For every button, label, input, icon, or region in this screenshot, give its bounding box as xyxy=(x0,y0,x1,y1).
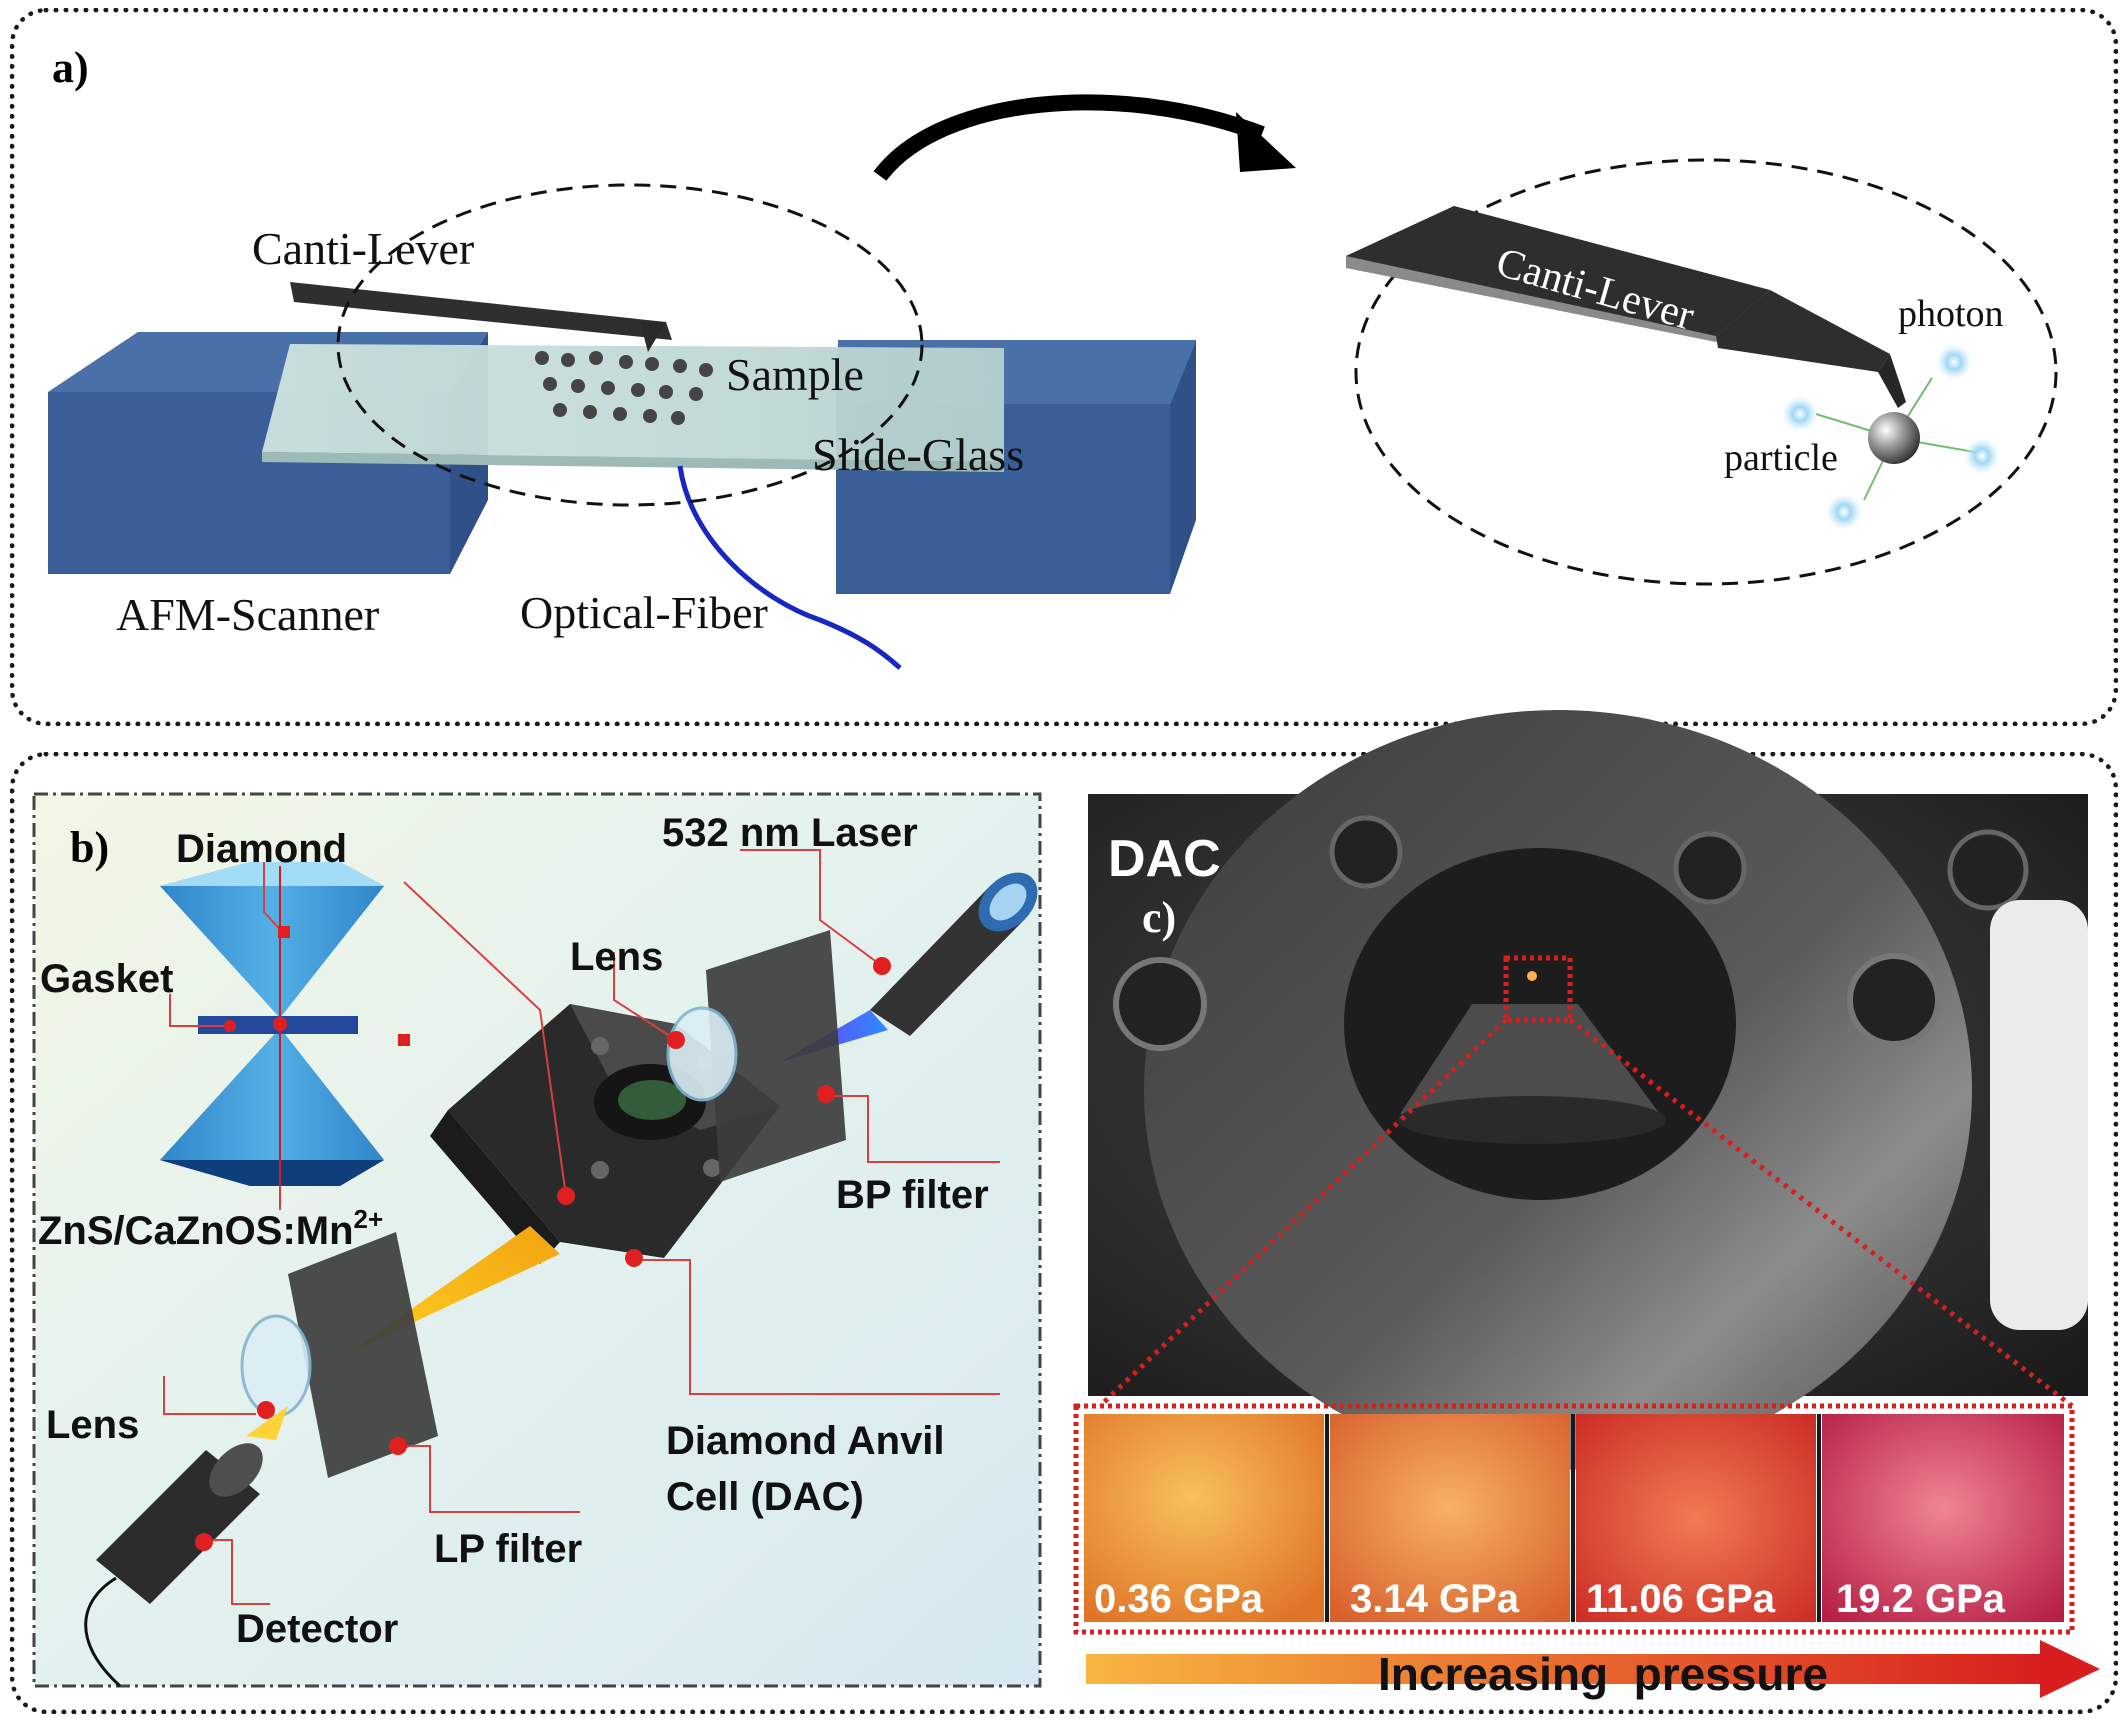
pressure-inset-3 xyxy=(1576,1414,1816,1622)
material-label: ZnS/CaZnOS:Mn2+ xyxy=(38,1204,383,1253)
sample-particles xyxy=(535,351,713,425)
panel-c-label: c) xyxy=(1142,893,1176,942)
photon-glow-4 xyxy=(1826,494,1862,530)
slide-glass-label: Slide-Glass xyxy=(812,429,1024,480)
detector-beam xyxy=(246,1406,288,1440)
photon-glow-2 xyxy=(1782,396,1818,432)
panel-a-frame xyxy=(10,8,2118,726)
inset-dividers xyxy=(1325,1414,1821,1622)
particle-label: particle xyxy=(1724,437,1838,479)
photon-label: photon xyxy=(1898,293,2004,335)
inset-label-2: 3.14 GPa xyxy=(1350,1577,1520,1621)
inset-strip-frame xyxy=(1073,1403,2075,1635)
inset-pressure-labels: 0.36 GPa 3.14 GPa 11.06 GPa 19.2 GPa xyxy=(1094,1577,2006,1621)
photon-glow-3 xyxy=(1964,438,2000,474)
panel-bc-frame xyxy=(10,752,2118,1714)
panel-b-label: b) xyxy=(70,823,109,872)
diamond-label: Diamond xyxy=(176,827,347,871)
inset-label-4: 19.2 GPa xyxy=(1836,1577,2006,1621)
inset-label-3: 11.06 GPa xyxy=(1586,1577,1776,1621)
dac-label-line2: Cell (DAC) xyxy=(666,1475,864,1519)
diamond-anvils xyxy=(160,862,384,1186)
detector-label: Detector xyxy=(236,1607,398,1651)
lp-filter-plate xyxy=(288,1232,438,1478)
cantilever xyxy=(290,282,672,352)
increasing-pressure-arrow xyxy=(1086,1640,2100,1698)
lp-filter-label: LP filter xyxy=(434,1527,582,1571)
lens-top xyxy=(666,1006,738,1102)
dac-label-line1: Diamond Anvil xyxy=(666,1419,945,1463)
magnification-ellipse xyxy=(336,183,924,507)
cantilever-label: Canti-Lever xyxy=(252,223,474,274)
dac-photo-cell xyxy=(1113,710,2088,1470)
material-superscript: 2+ xyxy=(354,1204,384,1234)
pressure-inset-4 xyxy=(1822,1414,2064,1622)
gasket-label: Gasket xyxy=(40,957,173,1001)
particle-sphere xyxy=(1868,412,1920,464)
pressure-insets xyxy=(1084,1414,2064,1622)
zoom-cantilever xyxy=(1346,206,1906,408)
inset-label-1: 0.36 GPa xyxy=(1094,1577,1264,1621)
optical-fiber xyxy=(677,465,902,670)
detector-module xyxy=(84,1443,263,1688)
lens-bottom xyxy=(240,1314,312,1418)
afm-scanner-label: AFM-Scanner xyxy=(116,589,379,640)
panel-a-label: a) xyxy=(52,43,89,92)
sample-glow xyxy=(1527,971,1537,981)
laser-module xyxy=(870,872,1038,1036)
zoom-curved-arrow xyxy=(873,94,1296,181)
pressure-inset-1 xyxy=(1084,1414,1324,1622)
leader-dots xyxy=(195,926,891,1551)
dac-photo-label: DAC xyxy=(1108,830,1221,888)
laser-label: 532 nm Laser xyxy=(662,811,918,855)
zoom-ellipse xyxy=(1354,158,2058,586)
increasing-pressure-label: Increasing pressure xyxy=(1378,1648,1828,1700)
lens-top-label: Lens xyxy=(570,935,663,979)
photon-glow-1 xyxy=(1936,344,1972,380)
lens-bottom-label: Lens xyxy=(46,1403,139,1447)
sample-zoom-box xyxy=(1503,955,1573,1023)
material-formula: ZnS/CaZnOS:Mn xyxy=(38,1209,354,1253)
pressure-inset-2 xyxy=(1330,1414,1570,1622)
bp-filter-plate xyxy=(706,930,846,1182)
optical-fiber-label: Optical-Fiber xyxy=(520,587,768,638)
sample-label: Sample xyxy=(726,349,864,400)
bp-filter-label: BP filter xyxy=(836,1173,989,1217)
leader-lines xyxy=(163,849,1000,1605)
zoom-line-left xyxy=(1098,1018,1508,1408)
